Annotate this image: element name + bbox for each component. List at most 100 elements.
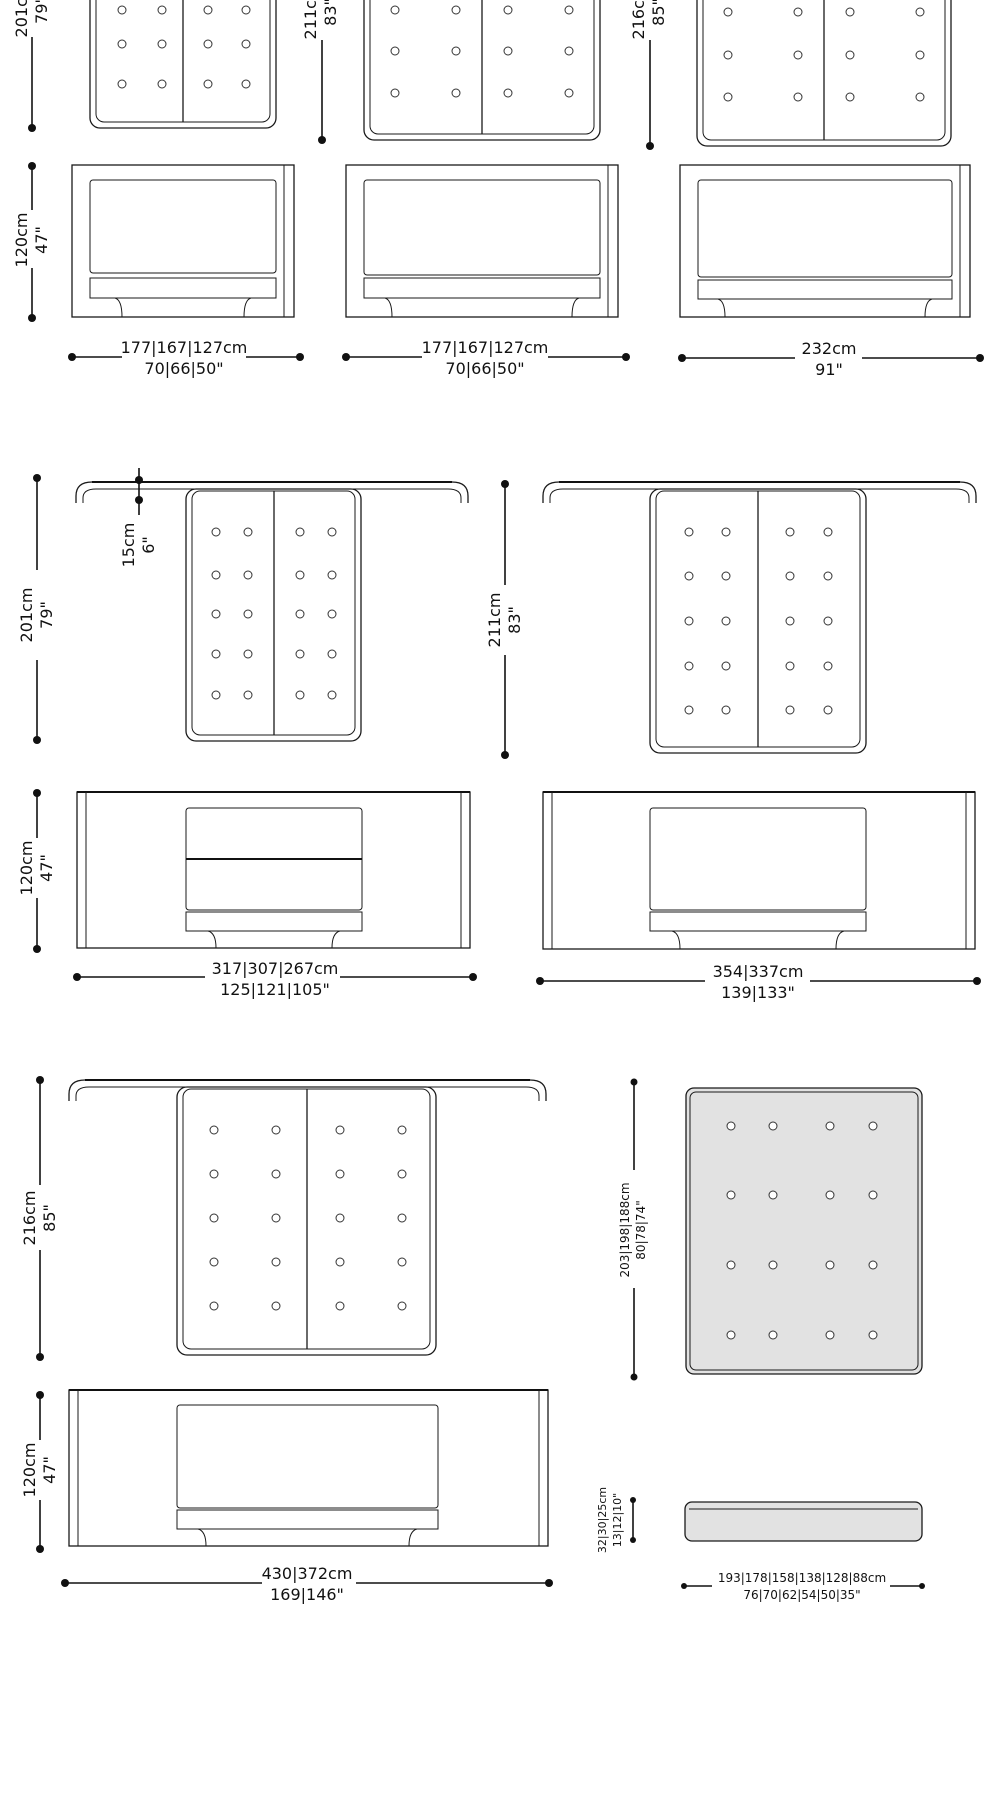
tufting-button [451, 46, 461, 56]
tufting-button [390, 88, 400, 98]
tufting-button [157, 39, 167, 49]
dim-r1-2-height-in: 83" [321, 0, 340, 26]
tufting-button [271, 1213, 281, 1223]
tufting-button [564, 46, 574, 56]
tufting-button [768, 1121, 778, 1131]
tufting-button [825, 1260, 835, 1270]
dim-r2-1-height-cm: 201cm [17, 588, 36, 643]
dim-mattress-width-in: 76|70|62|54|50|35" [743, 1588, 860, 1602]
tufting-button [845, 50, 855, 60]
dim-r1-2-height-cm: 211cm [301, 0, 320, 39]
dim-r2-front-height-in: 47" [37, 854, 56, 882]
tufting-button [271, 1169, 281, 1179]
tufting-button [503, 88, 513, 98]
tufting-button [327, 649, 337, 659]
tufting-button [721, 571, 731, 581]
bed-5-front-view [542, 791, 976, 950]
dim-r1-2-width-cm: 177|167|127cm [422, 338, 549, 357]
tufting-button [726, 1330, 736, 1340]
tufting-button [823, 527, 833, 537]
bed-6-top-view [68, 1079, 547, 1356]
dim-mattress-length-in: 80|78|74" [634, 1200, 648, 1259]
tufting-button [335, 1301, 345, 1311]
tufting-button [241, 79, 251, 89]
tufting-button [785, 616, 795, 626]
tufting-button [209, 1169, 219, 1179]
tufting-button [335, 1213, 345, 1223]
dim-r1-3-height-in: 85" [649, 0, 668, 26]
bed-4-top-view [75, 481, 469, 742]
tufting-button [209, 1301, 219, 1311]
dim-r2-1-width-in: 125|121|105" [220, 980, 330, 999]
tufting-button [243, 570, 253, 580]
bed-6-tufting-buttons [209, 1125, 407, 1311]
tufting-button [295, 527, 305, 537]
tufting-button [721, 661, 731, 671]
tufting-button [157, 79, 167, 89]
tufting-button [684, 527, 694, 537]
dim-r3-1-width-cm: 430|372cm [262, 1564, 353, 1583]
tufting-button [915, 92, 925, 102]
tufting-button [211, 690, 221, 700]
tufting-button [451, 88, 461, 98]
tufting-button [721, 616, 731, 626]
tufting-button [793, 50, 803, 60]
bed-3-tufting-buttons [723, 7, 925, 102]
tufting-button [335, 1169, 345, 1179]
tufting-button [868, 1260, 878, 1270]
tufting-button [868, 1330, 878, 1340]
tufting-button [157, 5, 167, 15]
tufting-button [327, 609, 337, 619]
dim-r1-3-width-cm: 232cm [802, 339, 857, 358]
tufting-button [117, 79, 127, 89]
tufting-button [503, 5, 513, 15]
tufting-button [243, 527, 253, 537]
tufting-button [211, 609, 221, 619]
tufting-button [327, 690, 337, 700]
dim-mattress-thickness-cm: 32|30|25cm [596, 1487, 609, 1553]
tufting-button [768, 1330, 778, 1340]
tufting-button [785, 661, 795, 671]
dim-r2-2-height-in: 83" [505, 606, 524, 634]
bed-2-front-view [345, 164, 619, 318]
tufting-button [564, 88, 574, 98]
bed-4-front-view [76, 791, 471, 949]
bed-2-tufting-buttons [390, 5, 574, 98]
dim-r2-1-width-cm: 317|307|267cm [212, 959, 339, 978]
tufting-button [243, 609, 253, 619]
tufting-button [793, 92, 803, 102]
tufting-button [768, 1190, 778, 1200]
bed-2-top-view [363, 0, 601, 141]
dim-r2-2-height-cm: 211cm [485, 593, 504, 648]
bed-3-top-view [696, 0, 952, 147]
dim-r2-2-width-in: 139|133" [721, 983, 795, 1002]
dim-r2-shelf-in: 6" [139, 536, 158, 554]
tufting-button [868, 1121, 878, 1131]
tufting-button [211, 649, 221, 659]
tufting-button [209, 1213, 219, 1223]
dim-r3-1-height-cm: 216cm [20, 1191, 39, 1246]
tufting-button [723, 92, 733, 102]
dim-r2-2-width-cm: 354|337cm [713, 962, 804, 981]
tufting-button [295, 649, 305, 659]
dim-r1-front-height-in: 47" [32, 226, 51, 254]
tufting-button [397, 1125, 407, 1135]
mattress-side-view [684, 1501, 923, 1542]
tufting-button [793, 7, 803, 17]
tufting-button [209, 1125, 219, 1135]
tufting-button [327, 570, 337, 580]
tufting-button [768, 1260, 778, 1270]
tufting-button [823, 571, 833, 581]
mattress-tufting-buttons [726, 1121, 878, 1340]
tufting-button [684, 661, 694, 671]
bed-1-tufting-buttons [117, 5, 251, 89]
tufting-button [209, 1257, 219, 1267]
tufting-button [203, 39, 213, 49]
dim-r3-front-height-in: 47" [40, 1456, 59, 1484]
mattress-top-view [685, 1087, 923, 1375]
tufting-button [117, 5, 127, 15]
bed-3-front-view [679, 164, 971, 318]
tufting-button [845, 7, 855, 17]
tufting-button [785, 527, 795, 537]
